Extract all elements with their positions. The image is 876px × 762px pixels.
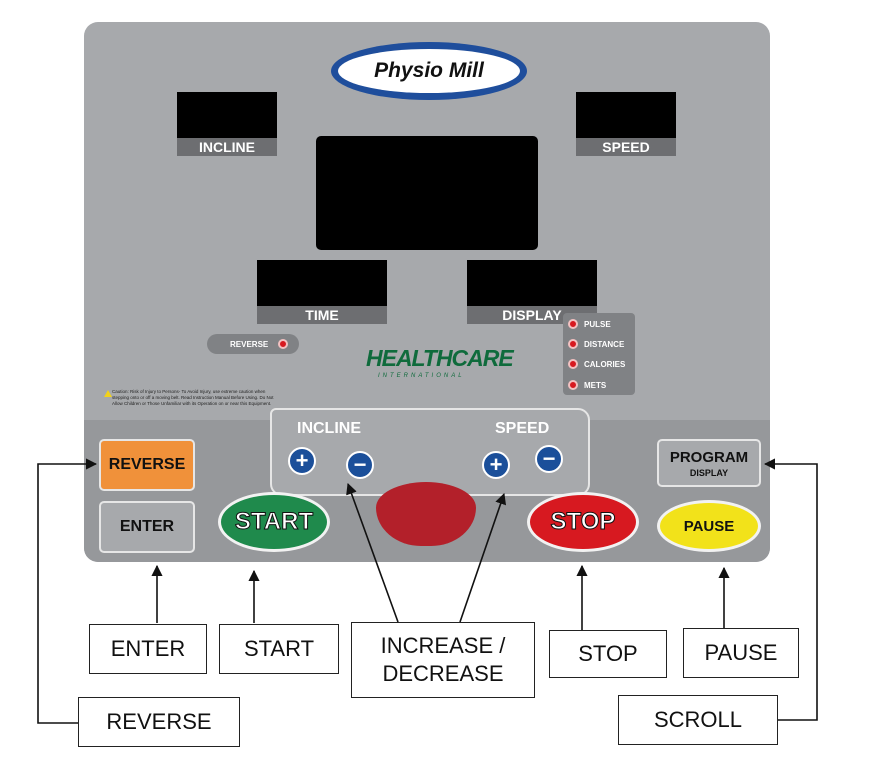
time-label: TIME [257,306,387,324]
increase-decrease-callout: INCREASE / DECREASE [351,622,535,698]
display-display [467,260,597,306]
scroll-arrow [763,458,818,721]
stop-button[interactable]: STOP [527,492,639,552]
incline-display [177,92,277,138]
pulse-led [568,319,578,329]
emergency-stop-key[interactable] [376,482,476,546]
reverse-arrow [37,458,98,724]
calories-indicator-label: CALORIES [584,360,626,369]
caution-icon [104,390,112,397]
mets-indicator-label: METS [584,381,607,390]
increase-decrease-line2: DECREASE [382,661,504,686]
increase-decrease-line1: INCREASE / [380,633,506,658]
program-button-sublabel: DISPLAY [689,467,729,478]
pulse-indicator-label: PULSE [584,320,611,329]
speed-decrease-button[interactable]: − [535,445,563,473]
main-display [316,136,538,250]
pause-button-label: PAUSE [683,517,735,535]
adjust-speed-label: SPEED [495,420,550,437]
time-display [257,260,387,306]
stop-callout: STOP [549,630,667,678]
start-button[interactable]: START [218,492,330,552]
speed-display [576,92,676,138]
reverse-button[interactable]: REVERSE [99,439,195,491]
incline-label: INCLINE [177,138,277,156]
logo-text: Physio Mill [338,49,520,93]
reverse-led [278,339,288,349]
speed-increase-button[interactable]: + [482,451,510,479]
reverse-button-label: REVERSE [108,456,186,473]
reverse-indicator [207,334,299,354]
pause-button[interactable]: PAUSE [657,500,761,552]
calories-led [568,359,578,369]
distance-indicator-label: DISTANCE [584,340,625,349]
pause-callout: PAUSE [683,628,799,678]
healthcare-sub: INTERNATIONAL [378,373,465,379]
speed-label: SPEED [576,138,676,156]
increase-arrow [459,492,507,623]
healthcare-logo: HEALTHCARE [366,345,514,371]
decrease-arrow [346,482,399,623]
enter-button-label: ENTER [119,518,175,535]
stop-button-label: STOP [550,508,616,536]
reverse-indicator-label: REVERSE [230,340,269,349]
mets-led [568,380,578,390]
incline-decrease-button[interactable]: − [346,451,374,479]
reverse-callout: REVERSE [78,697,240,747]
scroll-callout: SCROLL [618,695,778,745]
start-button-label: START [234,508,314,536]
enter-button[interactable]: ENTER [99,501,195,553]
incline-increase-button[interactable]: + [288,447,316,475]
caution-text: Caution: Risk of Injury to Persons- To A… [112,389,274,406]
enter-callout: ENTER [89,624,207,674]
adjust-incline-label: INCLINE [297,420,361,437]
program-button-label: PROGRAM [669,448,749,466]
start-callout: START [219,624,339,674]
program-display-button[interactable]: PROGRAM DISPLAY [657,439,761,487]
distance-led [568,339,578,349]
